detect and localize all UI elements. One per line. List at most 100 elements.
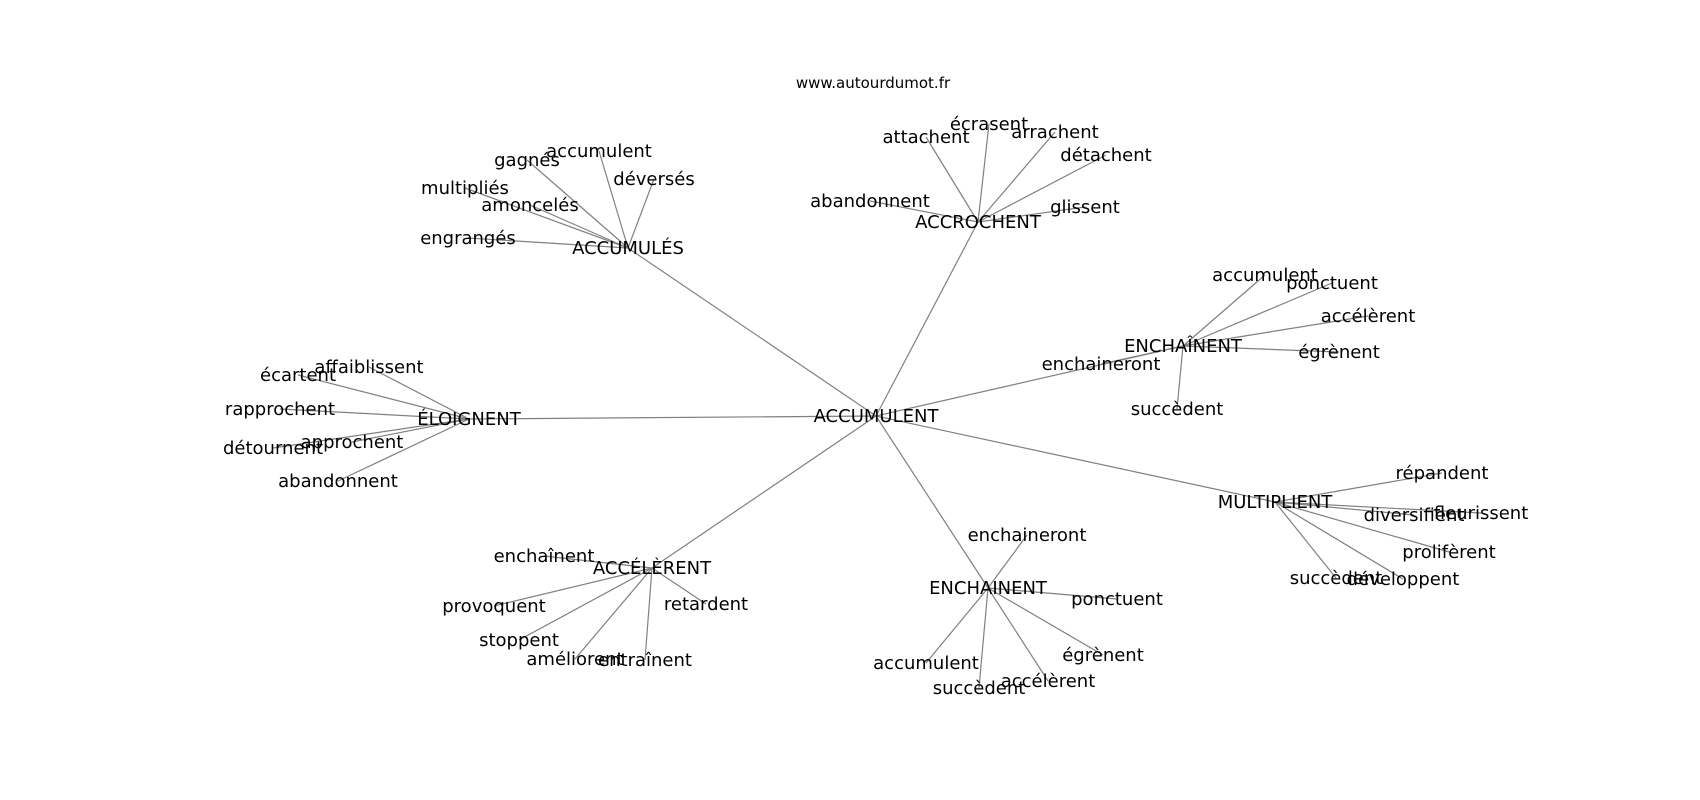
- edge-group-child: [518, 567, 653, 641]
- child-word[interactable]: accélèrent: [1001, 671, 1096, 692]
- edge-group-child: [351, 418, 470, 443]
- edge-group-child: [977, 154, 1107, 223]
- edges: [272, 123, 1482, 689]
- edge-group-child: [651, 567, 707, 605]
- edge-group-child: [987, 587, 1118, 600]
- group-word[interactable]: MULTIPLIENT: [1218, 492, 1334, 513]
- group-word[interactable]: ÉLOIGNENT: [417, 408, 521, 430]
- child-word[interactable]: engrangés: [420, 228, 516, 249]
- child-word[interactable]: enchaineront: [1042, 354, 1161, 375]
- child-word[interactable]: retardent: [664, 594, 748, 615]
- child-word[interactable]: accumulent: [873, 653, 979, 674]
- edge-group-child: [1274, 501, 1404, 580]
- group-word[interactable]: ACCROCHENT: [915, 212, 1042, 233]
- child-word[interactable]: améliorent: [526, 649, 623, 670]
- edge-group-child: [1182, 315, 1369, 347]
- child-word[interactable]: abandonnent: [810, 191, 930, 212]
- edge-group-child: [977, 131, 1056, 223]
- edge-group-child: [368, 366, 470, 420]
- child-word[interactable]: arrachent: [1011, 122, 1098, 143]
- edge-center-group: [651, 415, 877, 569]
- edge-center-group: [627, 247, 877, 417]
- edge-center-group: [875, 415, 989, 589]
- child-word[interactable]: provoquent: [442, 596, 545, 617]
- edge-group-child: [1100, 345, 1184, 365]
- child-word[interactable]: gagnés: [494, 150, 560, 171]
- child-word[interactable]: prolifèrent: [1402, 542, 1495, 563]
- child-word[interactable]: entraînent: [598, 650, 692, 671]
- edge-group-child: [493, 567, 653, 607]
- group-word[interactable]: ENCHAÎNENT: [1124, 335, 1243, 357]
- child-word[interactable]: succèdent: [1290, 568, 1383, 589]
- child-word[interactable]: détournent: [223, 438, 323, 459]
- edge-group-child: [644, 567, 653, 661]
- edge-group-child: [1182, 274, 1266, 347]
- group-word[interactable]: ACCUMULÉS: [572, 237, 684, 259]
- edge-group-child: [337, 418, 470, 482]
- child-word[interactable]: enchaineront: [968, 525, 1087, 546]
- edge-group-child: [467, 237, 629, 249]
- child-word[interactable]: écartent: [260, 365, 336, 386]
- edge-group-child: [978, 587, 989, 689]
- child-word[interactable]: diversifient: [1364, 505, 1465, 526]
- group-word[interactable]: ACCÉLÈRENT: [593, 557, 712, 579]
- child-word[interactable]: abandonnent: [278, 471, 398, 492]
- edge-group-child: [1176, 345, 1184, 410]
- edge-group-child: [987, 534, 1028, 589]
- edge-group-child: [925, 136, 979, 223]
- child-word[interactable]: attachent: [882, 127, 969, 148]
- site-url[interactable]: www.autourdumot.fr: [796, 74, 951, 92]
- edge-group-child: [598, 150, 629, 249]
- child-word[interactable]: multipliés: [421, 178, 509, 199]
- edge-group-child: [987, 587, 1104, 656]
- edge-group-child: [1274, 501, 1482, 514]
- edge-group-child: [1274, 501, 1450, 553]
- child-word[interactable]: ponctuent: [1071, 589, 1163, 610]
- child-word[interactable]: succèdent: [1131, 399, 1224, 420]
- child-word[interactable]: égrènent: [1062, 645, 1144, 666]
- edge-group-child: [977, 123, 990, 223]
- child-word[interactable]: stoppent: [479, 630, 559, 651]
- child-word[interactable]: écrasent: [950, 114, 1028, 135]
- edge-center-group: [468, 415, 877, 420]
- labels: ACCUMULENTACCUMULÉSgagnésaccumulentdéver…: [223, 114, 1528, 699]
- child-word[interactable]: rapprochent: [225, 399, 335, 420]
- edge-group-child: [279, 408, 470, 420]
- edge-group-child: [574, 567, 653, 660]
- child-word[interactable]: approchent: [301, 432, 404, 453]
- edge-group-child: [529, 204, 629, 249]
- edge-group-child: [272, 418, 470, 449]
- child-word[interactable]: accumulent: [1212, 265, 1318, 286]
- edge-group-child: [1182, 345, 1340, 353]
- child-word[interactable]: déversés: [613, 169, 694, 190]
- edge-group-child: [526, 159, 629, 249]
- child-word[interactable]: égrènent: [1298, 342, 1380, 363]
- edge-group-child: [1274, 501, 1337, 579]
- edge-group-child: [987, 587, 1049, 682]
- edge-group-child: [627, 178, 655, 249]
- child-word[interactable]: accumulent: [546, 141, 652, 162]
- child-word[interactable]: accélèrent: [1321, 306, 1416, 327]
- center-word[interactable]: ACCUMULENT: [814, 406, 940, 427]
- edge-center-group: [875, 415, 1276, 503]
- edge-group-child: [543, 555, 653, 569]
- child-word[interactable]: glissent: [1050, 197, 1120, 218]
- child-word[interactable]: amoncelés: [481, 195, 578, 216]
- child-word[interactable]: ponctuent: [1286, 273, 1378, 294]
- group-word[interactable]: ENCHAINENT: [929, 578, 1048, 599]
- child-word[interactable]: détachent: [1060, 145, 1151, 166]
- edge-group-child: [1182, 282, 1333, 347]
- child-word[interactable]: développent: [1347, 569, 1460, 590]
- child-word[interactable]: enchaînent: [494, 546, 595, 567]
- child-word[interactable]: affaiblissent: [314, 357, 423, 378]
- child-word[interactable]: fleurissent: [1434, 503, 1529, 524]
- edge-group-child: [464, 187, 629, 249]
- child-word[interactable]: succèdent: [933, 678, 1026, 699]
- edge-group-child: [1274, 501, 1415, 516]
- edge-group-child: [869, 200, 979, 223]
- edge-group-child: [925, 587, 989, 664]
- edge-group-child: [977, 206, 1086, 223]
- edge-group-child: [1274, 472, 1443, 503]
- child-word[interactable]: répandent: [1396, 463, 1489, 484]
